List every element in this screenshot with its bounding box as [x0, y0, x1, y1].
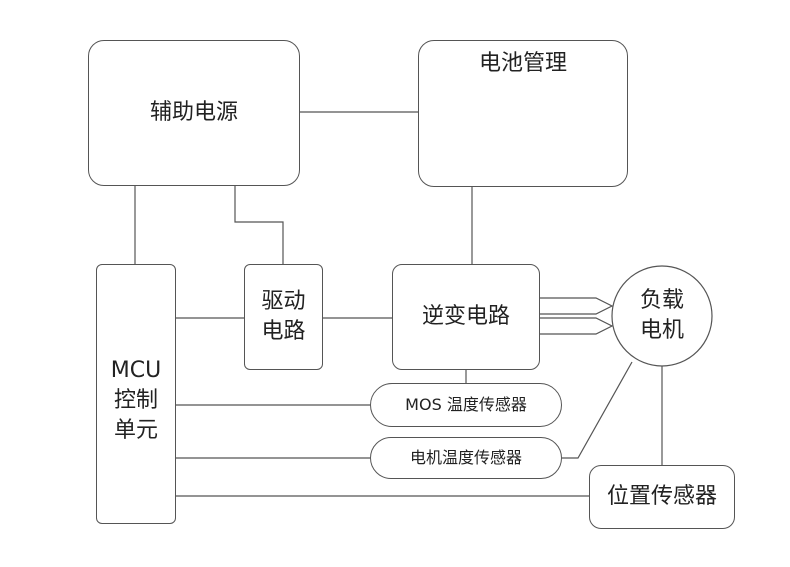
inverter-label: 逆变电路	[421, 304, 510, 329]
load-motor-label-line1: 负载	[639, 288, 684, 313]
mcu-block: MCU 控制 单元	[96, 264, 176, 524]
inverter-block: 逆变电路	[392, 264, 540, 370]
aux-power-label: 辅助电源	[149, 100, 238, 125]
driver-label-line1: 驱动	[261, 289, 306, 314]
load-motor-label-line2: 电机	[639, 318, 684, 343]
motor-temp-sensor-label: 电机温度传感器	[409, 448, 522, 467]
position-sensor-label: 位置传感器	[606, 484, 717, 509]
position-sensor-block: 位置传感器	[589, 465, 735, 529]
wire-aux-driver	[234, 186, 284, 264]
mcu-label-line2: 控制	[113, 388, 158, 413]
aux-power-block: 辅助电源	[88, 40, 300, 186]
motor-temp-sensor-block: 电机温度传感器	[370, 437, 562, 479]
driver-label-line2: 电路	[261, 319, 306, 344]
wire-motor-temp-motor	[562, 361, 633, 459]
battery-mgmt-block: 电池管理	[418, 40, 628, 187]
mcu-label-line1: MCU	[110, 358, 162, 383]
mos-temp-sensor-block: MOS 温度传感器	[370, 383, 562, 427]
phase-wire-upper	[540, 297, 614, 315]
load-motor-text: 负载 电机	[612, 266, 712, 366]
load-motor-circle	[611, 265, 713, 367]
phase-wire-lower	[540, 317, 614, 335]
mcu-label-line3: 单元	[113, 418, 158, 443]
driver-circuit-block: 驱动 电路	[244, 264, 323, 370]
mos-temp-sensor-label: MOS 温度传感器	[405, 395, 527, 414]
battery-mgmt-label: 电池管理	[478, 51, 567, 76]
